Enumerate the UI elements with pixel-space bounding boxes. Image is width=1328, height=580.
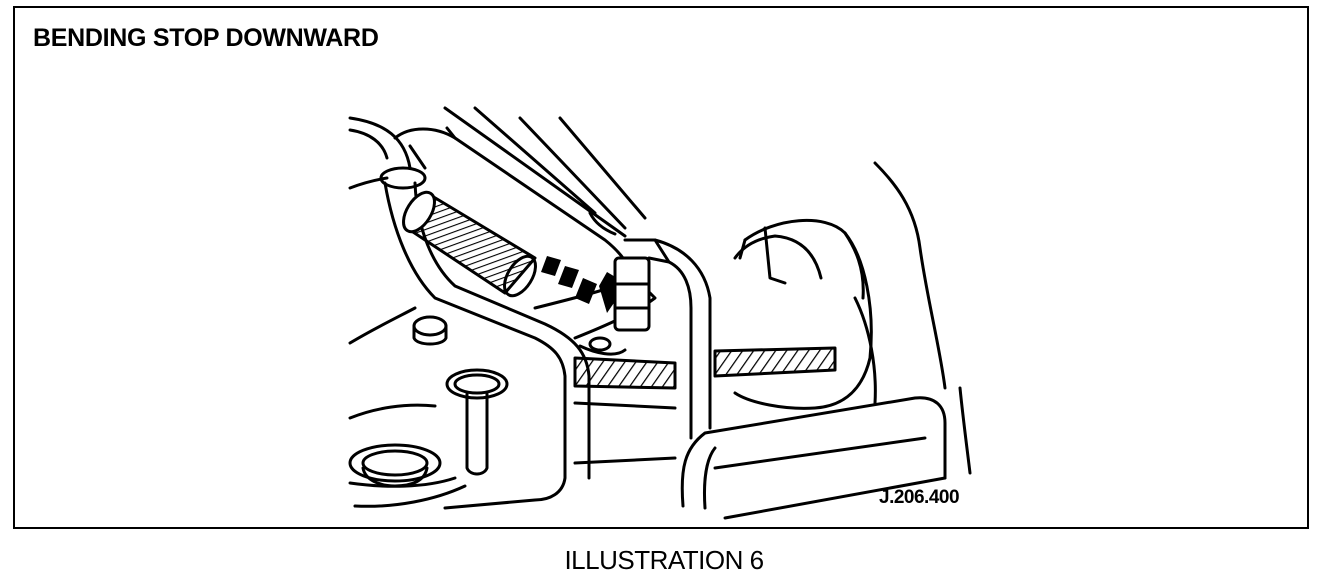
spring-cylinder	[402, 190, 537, 298]
illustration-caption: ILLUSTRATION 6	[564, 545, 764, 575]
vertical-pin	[445, 368, 509, 476]
round-housing	[733, 161, 972, 475]
lower-block	[680, 396, 947, 520]
upper-rails	[443, 106, 647, 238]
ring-clip	[379, 166, 427, 190]
knob	[412, 315, 448, 346]
illustration-heading: BENDING STOP DOWNWARD	[33, 24, 379, 52]
technical-line-drawing	[348, 106, 972, 520]
reference-code: J.206.400	[879, 487, 960, 508]
hatched-section	[573, 346, 837, 465]
stop-bracket	[533, 238, 712, 440]
illustration-frame: BENDING STOP DOWNWARD	[13, 6, 1309, 529]
round-socket	[348, 443, 442, 488]
